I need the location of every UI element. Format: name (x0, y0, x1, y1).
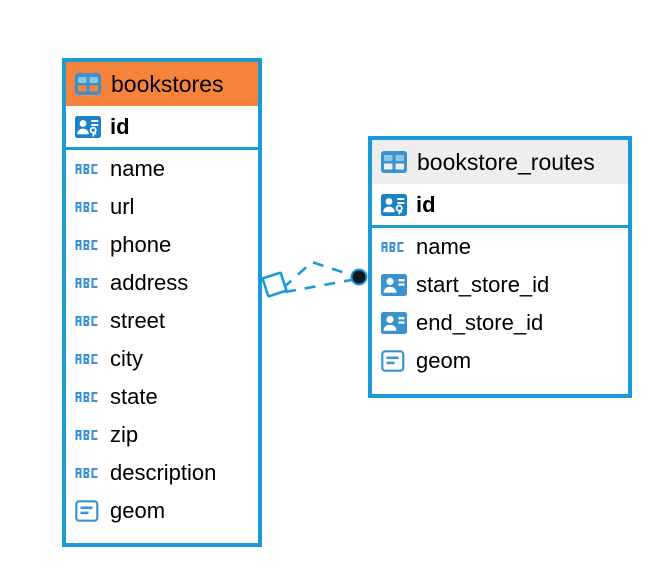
field-name: name (110, 156, 166, 181)
field-row-address[interactable]: address (66, 264, 258, 302)
field-row-end-store-id[interactable]: end_store_id (372, 304, 628, 342)
entity-header-bookstores[interactable]: bookstores (66, 62, 258, 106)
entity-title: bookstore_routes (417, 148, 595, 175)
field-name: end_store_id (416, 310, 544, 335)
field-name: street (110, 308, 166, 333)
field-name: id (110, 113, 130, 139)
field-row-street[interactable]: street (66, 302, 258, 340)
abc-text-icon (75, 348, 101, 370)
entity-fields-bookstore-routes: id name (372, 184, 628, 380)
geometry-icon (381, 350, 407, 372)
field-row-id[interactable]: id (372, 184, 628, 228)
entity-header-bookstore-routes[interactable]: bookstore_routes (372, 140, 628, 184)
field-name: name (416, 234, 472, 259)
abc-text-icon (75, 234, 101, 256)
field-name: description (110, 460, 217, 485)
foreign-key-icon (381, 274, 407, 296)
entity-title: bookstores (111, 70, 224, 97)
field-row-start-store-id[interactable]: start_store_id (372, 266, 628, 304)
field-name: geom (416, 348, 472, 373)
field-row-city[interactable]: city (66, 340, 258, 378)
field-name: id (416, 191, 436, 217)
abc-text-icon (75, 310, 101, 332)
relationship-line-upper (282, 260, 358, 289)
field-row-phone[interactable]: phone (66, 226, 258, 264)
field-name: state (110, 384, 158, 409)
field-name: zip (110, 422, 139, 447)
abc-text-icon (75, 196, 101, 218)
field-row-geom[interactable]: geom (66, 492, 258, 530)
field-row-zip[interactable]: zip (66, 416, 258, 454)
field-row-state[interactable]: state (66, 378, 258, 416)
relationship-target-handle[interactable] (350, 268, 368, 286)
abc-text-icon (75, 158, 101, 180)
field-row-description[interactable]: description (66, 454, 258, 492)
field-row-name[interactable]: name (372, 228, 628, 266)
abc-text-icon (75, 424, 101, 446)
entity-fields-bookstores: id (66, 106, 258, 530)
field-row-geom[interactable]: geom (372, 342, 628, 380)
abc-text-icon (75, 462, 101, 484)
field-name: geom (110, 498, 166, 523)
field-name: city (110, 346, 143, 371)
field-name: start_store_id (416, 272, 550, 297)
primary-key-icon (75, 115, 101, 138)
field-name: address (110, 270, 189, 295)
entity-table-bookstore-routes[interactable]: bookstore_routes id (368, 136, 632, 398)
primary-key-icon (381, 193, 407, 216)
abc-text-icon (75, 272, 101, 294)
geometry-icon (75, 500, 101, 522)
table-icon (75, 73, 101, 95)
field-row-id[interactable]: id (66, 106, 258, 150)
abc-text-icon (381, 236, 407, 258)
table-icon (381, 151, 407, 173)
field-name: phone (110, 232, 172, 257)
field-name: url (110, 194, 135, 219)
field-row-url[interactable]: url (66, 188, 258, 226)
foreign-key-icon (381, 312, 407, 334)
entity-table-bookstores[interactable]: bookstores id (62, 58, 262, 547)
relationship-line-lower (284, 277, 358, 294)
field-row-name[interactable]: name (66, 150, 258, 188)
abc-text-icon (75, 386, 101, 408)
relationship-source-handle[interactable] (261, 271, 288, 298)
